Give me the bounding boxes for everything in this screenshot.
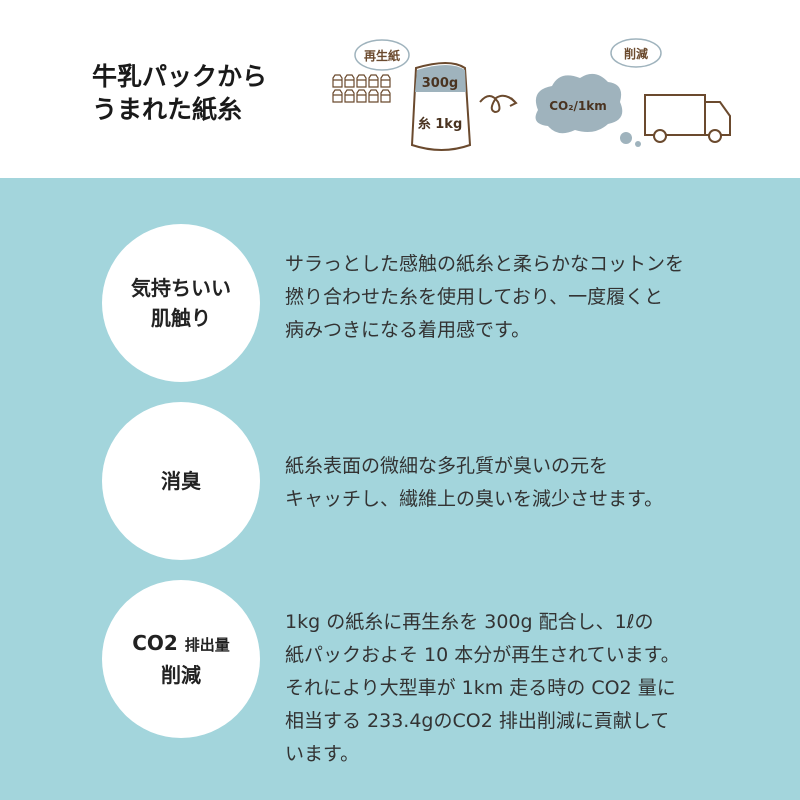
feature-title: 削減 xyxy=(161,663,201,687)
feature-description-comfort: サラっとした感触の紙糸と柔らかなコットンを 撚り合わせた糸を使用しており、一度履… xyxy=(285,253,685,341)
feature-title: 肌触り xyxy=(151,306,211,330)
title-line-1: 牛乳パックから xyxy=(92,62,268,91)
feature-title: 消臭 xyxy=(161,469,201,493)
spool-bottom-label: 糸 1kg xyxy=(418,116,463,132)
feature-title: 気持ちいい xyxy=(131,276,231,300)
milk-carton-icon xyxy=(368,74,379,88)
milk-carton-icon xyxy=(356,89,367,103)
page-title: 牛乳パックから うまれた紙糸 xyxy=(92,60,267,126)
curved-arrow-icon xyxy=(479,94,518,114)
speech-bubble-right: 削減 xyxy=(610,38,662,68)
milk-cartons-icon xyxy=(332,74,391,103)
header: 牛乳パックから うまれた紙糸 再生紙 300g 糸 1kg CO₂/1km 削減 xyxy=(0,0,800,178)
spool-icon: 300g 糸 1kg xyxy=(410,62,472,151)
feature-description-co2: 1kg の紙糸に再生糸を 300g 配合し、1ℓの 紙パックおよそ 10 本分が… xyxy=(285,611,680,765)
bubble-left-text: 再生紙 xyxy=(364,48,400,63)
milk-carton-icon xyxy=(344,74,355,88)
feature-circle-comfort: 気持ちいい 肌触り xyxy=(102,224,260,382)
cloud-label: CO₂/1km xyxy=(549,99,606,113)
bubble-right-text: 削減 xyxy=(624,46,648,61)
milk-carton-icon xyxy=(380,74,391,88)
feature-circle-deodorize: 消臭 xyxy=(102,402,260,560)
milk-carton-icon xyxy=(368,89,379,103)
milk-carton-icon xyxy=(344,89,355,103)
milk-carton-icon xyxy=(356,74,367,88)
features-section: 気持ちいい 肌触り サラっとした感触の紙糸と柔らかなコットンを 撚り合わせた糸を… xyxy=(0,178,800,800)
co2-label: CO2 xyxy=(132,631,178,655)
milk-carton-icon xyxy=(332,89,343,103)
feature-description-deodorize: 紙糸表面の微細な多孔質が臭いの元を キャッチし、繊維上の臭いを減少させます。 xyxy=(285,455,664,510)
milk-carton-icon xyxy=(332,74,343,88)
milk-carton-icon xyxy=(380,89,391,103)
title-line-2: うまれた紙糸 xyxy=(92,95,243,124)
recycling-illustration: 再生紙 300g 糸 1kg CO₂/1km 削減 xyxy=(332,38,731,151)
speech-bubble-left: 再生紙 xyxy=(354,39,410,71)
spool-top-label: 300g xyxy=(422,76,458,91)
emission-label: 排出量 xyxy=(184,636,230,654)
feature-circle-co2: CO2 排出量 削減 xyxy=(102,580,260,738)
co2-cloud-icon: CO₂/1km xyxy=(535,73,641,147)
feature-title: CO2 排出量 xyxy=(132,628,230,660)
truck-icon xyxy=(644,94,731,143)
